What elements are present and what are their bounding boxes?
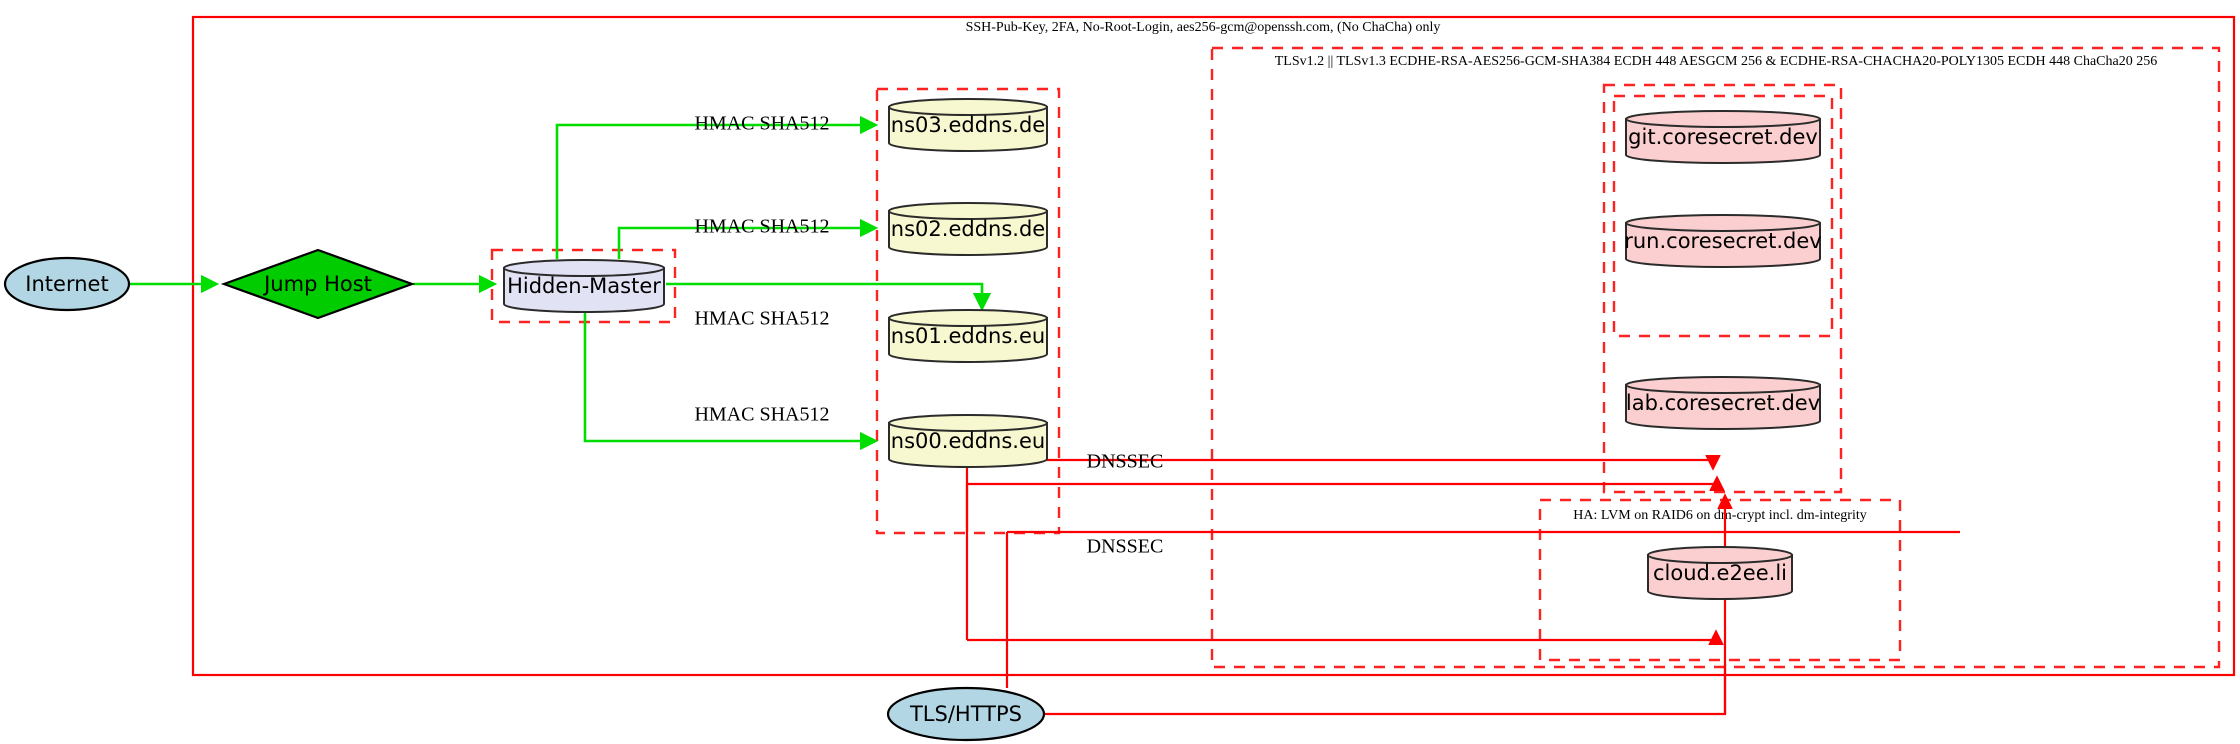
cluster-label-tls-zone: TLSv1.2 || TLSv1.3 ECDHE-RSA-AES256-GCM-… — [1275, 54, 2157, 69]
node-tls-https[interactable]: TLS/HTTPS — [886, 686, 1046, 742]
edge-label-hmac-ns03: HMAC SHA512 — [694, 113, 829, 135]
edge-label-hmac-ns02: HMAC SHA512 — [694, 216, 829, 238]
node-ns01-eddns-eu[interactable]: ns01.eddns.eu — [888, 309, 1048, 363]
cluster-labels: SSH-Pub-Key, 2FA, No-Root-Login, aes256-… — [966, 20, 2158, 523]
edge-label-dnssec-upper: DNSSEC — [1087, 451, 1164, 473]
edge-labels: HMAC SHA512 HMAC SHA512 HMAC SHA512 HMAC… — [694, 113, 1163, 558]
node-internet[interactable]: Internet — [3, 256, 131, 312]
cluster-nameserver-zone — [875, 87, 1061, 535]
node-internet-label: Internet — [25, 272, 108, 296]
green-flow-edges — [130, 125, 982, 441]
node-ns03-eddns-de[interactable]: ns03.eddns.de — [888, 98, 1048, 152]
node-git-coresecret-dev[interactable]: git.coresecret.dev — [1625, 110, 1821, 164]
edge-hidden-master-to-ns00 — [583, 313, 875, 441]
diagram-nodes: Internet Jump Host Hidden-Master ns03.ed… — [3, 98, 1822, 742]
edge-dnssec-cloud-horizontal — [967, 632, 1716, 640]
edge-hidden-master-to-ns02 — [617, 228, 875, 259]
node-hidden-master[interactable]: Hidden-Master — [503, 259, 665, 313]
cluster-ssh-zone — [191, 15, 2236, 677]
node-tls-https-label: TLS/HTTPS — [909, 702, 1022, 726]
node-cloud-label: cloud.e2ee.li — [1653, 561, 1787, 585]
edge-hidden-master-to-ns03 — [555, 125, 875, 259]
node-run-label: run.coresecret.dev — [1624, 229, 1822, 253]
edge-tlshttps-right — [1044, 664, 1727, 716]
node-jump-host[interactable]: Jump Host — [220, 248, 416, 320]
edge-label-hmac-ns01: HMAC SHA512 — [694, 308, 829, 330]
node-hidden-master-label: Hidden-Master — [507, 274, 661, 298]
node-lab-coresecret-dev[interactable]: lab.coresecret.dev — [1625, 376, 1821, 430]
node-jump-host-label: Jump Host — [262, 272, 372, 296]
edge-hidden-master-to-ns01 — [666, 282, 982, 308]
node-ns01-label: ns01.eddns.eu — [891, 324, 1045, 348]
cluster-coresecret-inner-zone — [1612, 94, 1834, 338]
cluster-boundaries — [191, 15, 2236, 677]
node-ns02-eddns-de[interactable]: ns02.eddns.de — [888, 202, 1048, 256]
edge-label-hmac-ns00: HMAC SHA512 — [694, 404, 829, 426]
node-run-coresecret-dev[interactable]: run.coresecret.dev — [1624, 214, 1822, 268]
cluster-hidden-master-zone — [490, 248, 677, 324]
cluster-coresecret-outer-zone — [1602, 83, 1843, 494]
node-ns02-label: ns02.eddns.de — [891, 217, 1045, 241]
red-flow-edges — [965, 460, 1960, 716]
edge-dnssec-to-coresecret — [967, 478, 1717, 484]
node-ns00-label: ns00.eddns.eu — [891, 429, 1045, 453]
node-git-label: git.coresecret.dev — [1628, 125, 1818, 149]
edge-label-dnssec-lower: DNSSEC — [1087, 536, 1164, 558]
node-ns00-eddns-eu[interactable]: ns00.eddns.eu — [888, 414, 1048, 468]
cluster-label-ha-zone: HA: LVM on RAID6 on dm-crypt incl. dm-in… — [1573, 508, 1866, 523]
node-lab-label: lab.coresecret.dev — [1626, 391, 1820, 415]
node-cloud-e2ee-li[interactable]: cloud.e2ee.li — [1647, 546, 1793, 600]
cluster-label-ssh-zone: SSH-Pub-Key, 2FA, No-Root-Login, aes256-… — [966, 20, 1441, 35]
node-ns03-label: ns03.eddns.de — [891, 113, 1045, 137]
cluster-tls-zone — [1210, 46, 2221, 669]
